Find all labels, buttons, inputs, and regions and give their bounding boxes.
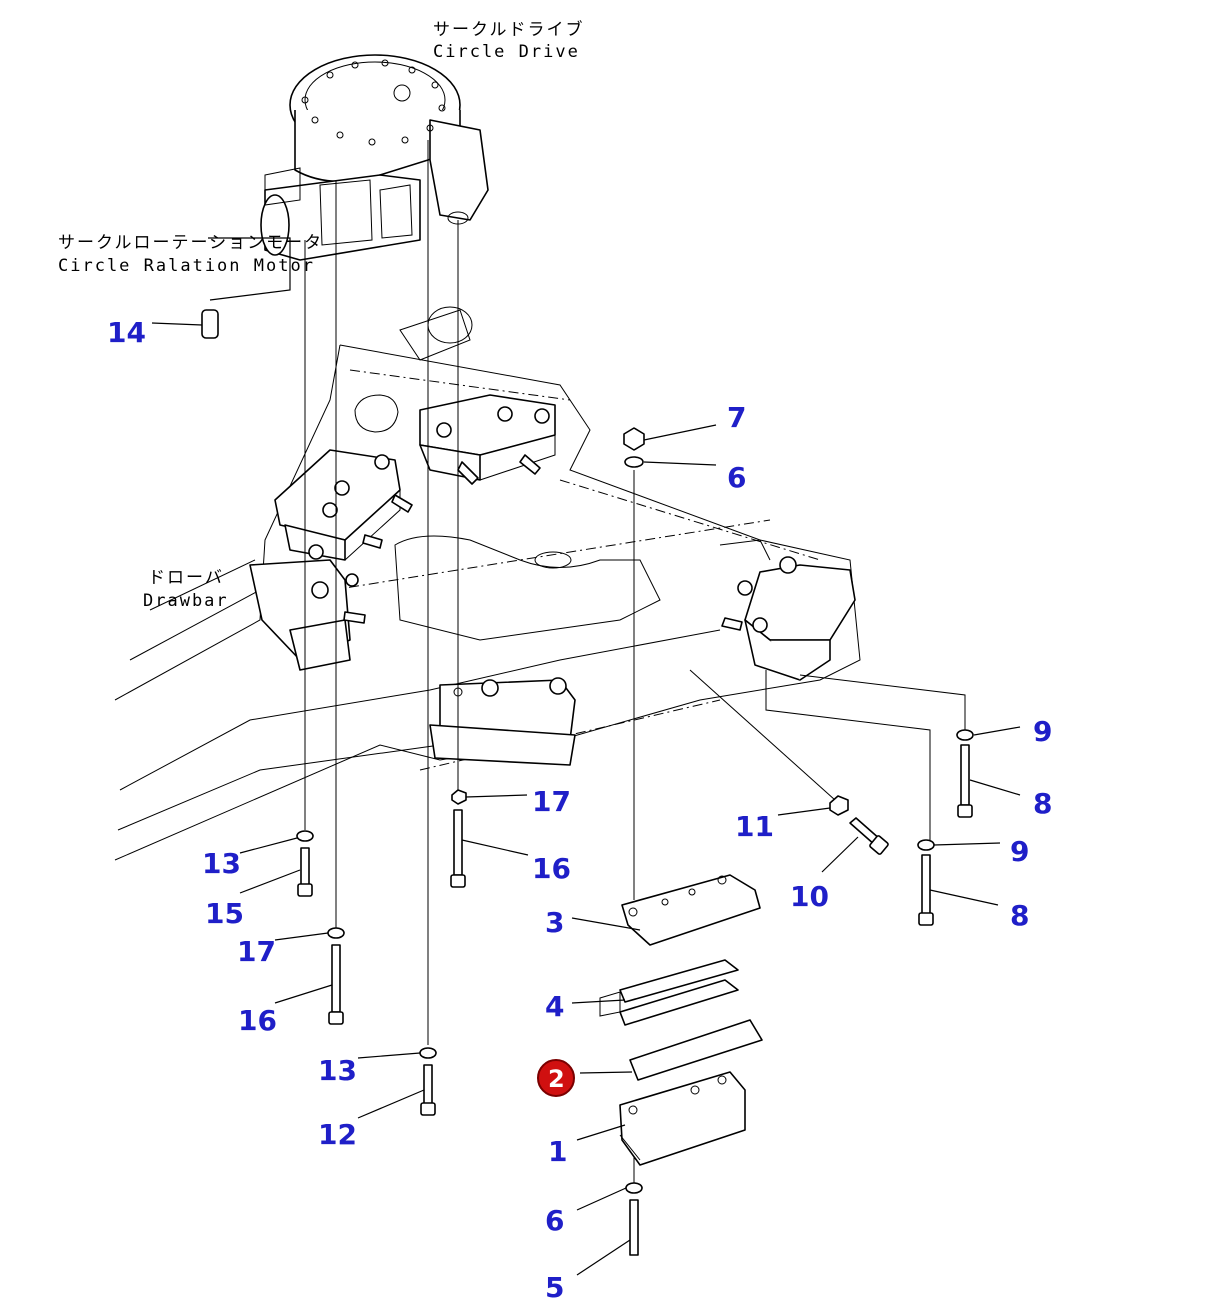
part-8-bolt-a — [960, 744, 970, 806]
circle-motor-label-en: Circle Ralation Motor — [58, 256, 315, 276]
housing-right — [721, 556, 856, 681]
callout-14[interactable]: 14 — [107, 316, 146, 349]
part-13-washer-b — [419, 1047, 437, 1059]
drawbar-label-jp: ドローバ — [148, 568, 224, 588]
callout-2[interactable]: 2 — [548, 1065, 565, 1093]
assembly-lines — [304, 140, 966, 1185]
part-4-shim-b — [619, 979, 739, 1026]
callout-16[interactable]: 16 — [238, 1004, 277, 1037]
circle-drive-assembly — [260, 54, 489, 261]
callout-11[interactable]: 11 — [735, 810, 774, 843]
callout-numbers: 14 7 6 9 8 17 11 9 13 16 10 15 8 3 17 16… — [107, 316, 1052, 1304]
part-9-washer-b — [917, 839, 935, 851]
highlight-badge-2[interactable] — [537, 1059, 575, 1097]
part-12-bolt — [423, 1064, 433, 1105]
part-2-wear-plate — [629, 1019, 763, 1081]
callout-8[interactable]: 8 — [1033, 787, 1052, 820]
callout-1[interactable]: 1 — [548, 1135, 567, 1168]
callout-9[interactable]: 9 — [1033, 715, 1052, 748]
part-16-bolt-b — [331, 944, 341, 1013]
part-14-pin — [201, 309, 219, 339]
housing-left — [249, 559, 366, 671]
callout-13[interactable]: 13 — [202, 847, 241, 880]
housing-upper-middle — [419, 394, 556, 485]
part-11-nut — [829, 795, 849, 816]
circle-drive-label-jp: サークルドライブ — [433, 19, 585, 40]
part-17-washer-b — [327, 927, 345, 939]
part-4-shim-a — [619, 959, 739, 1003]
callout-17[interactable]: 17 — [532, 785, 571, 818]
part-1-guide — [619, 1071, 746, 1166]
part-6-washer-bottom — [625, 1182, 643, 1194]
part-3-plate — [621, 874, 761, 946]
callout-15[interactable]: 15 — [205, 897, 244, 930]
text-labels: サークルドライブ Circle Drive サークルローテーションモータ Cir… — [58, 19, 585, 611]
callout-7[interactable]: 7 — [727, 401, 746, 434]
callout-13[interactable]: 13 — [318, 1054, 357, 1087]
circle-drive-label-en: Circle Drive — [433, 42, 580, 62]
circle-motor-label-jp: サークルローテーションモータ — [58, 233, 323, 253]
parts — [201, 309, 974, 1256]
callout-10[interactable]: 10 — [790, 880, 829, 913]
callout-16[interactable]: 16 — [532, 852, 571, 885]
part-7-nut — [623, 427, 645, 451]
callout-8[interactable]: 8 — [1010, 899, 1029, 932]
drawbar-label-en: Drawbar — [143, 591, 229, 611]
callout-17[interactable]: 17 — [237, 935, 276, 968]
leader-lines — [151, 237, 1021, 1276]
part-15-bolt — [300, 847, 310, 886]
part-9-washer-a — [956, 729, 974, 741]
callout-3[interactable]: 3 — [545, 906, 564, 939]
part-8-bolt-b — [921, 854, 931, 916]
part-5-bolt — [629, 1199, 639, 1256]
callout-4[interactable]: 4 — [545, 990, 564, 1023]
callout-6[interactable]: 6 — [545, 1204, 564, 1237]
callout-6[interactable]: 6 — [727, 461, 746, 494]
callout-12[interactable]: 12 — [318, 1118, 357, 1151]
part-13-washer-a — [296, 830, 314, 842]
housing-center — [429, 677, 576, 766]
callout-5[interactable]: 5 — [545, 1271, 564, 1304]
housing-upper-left — [274, 449, 413, 561]
part-17-nut-a — [451, 789, 467, 805]
callout-9[interactable]: 9 — [1010, 835, 1029, 868]
part-16-bolt-a — [453, 809, 463, 876]
part-6-washer-top — [624, 456, 644, 468]
